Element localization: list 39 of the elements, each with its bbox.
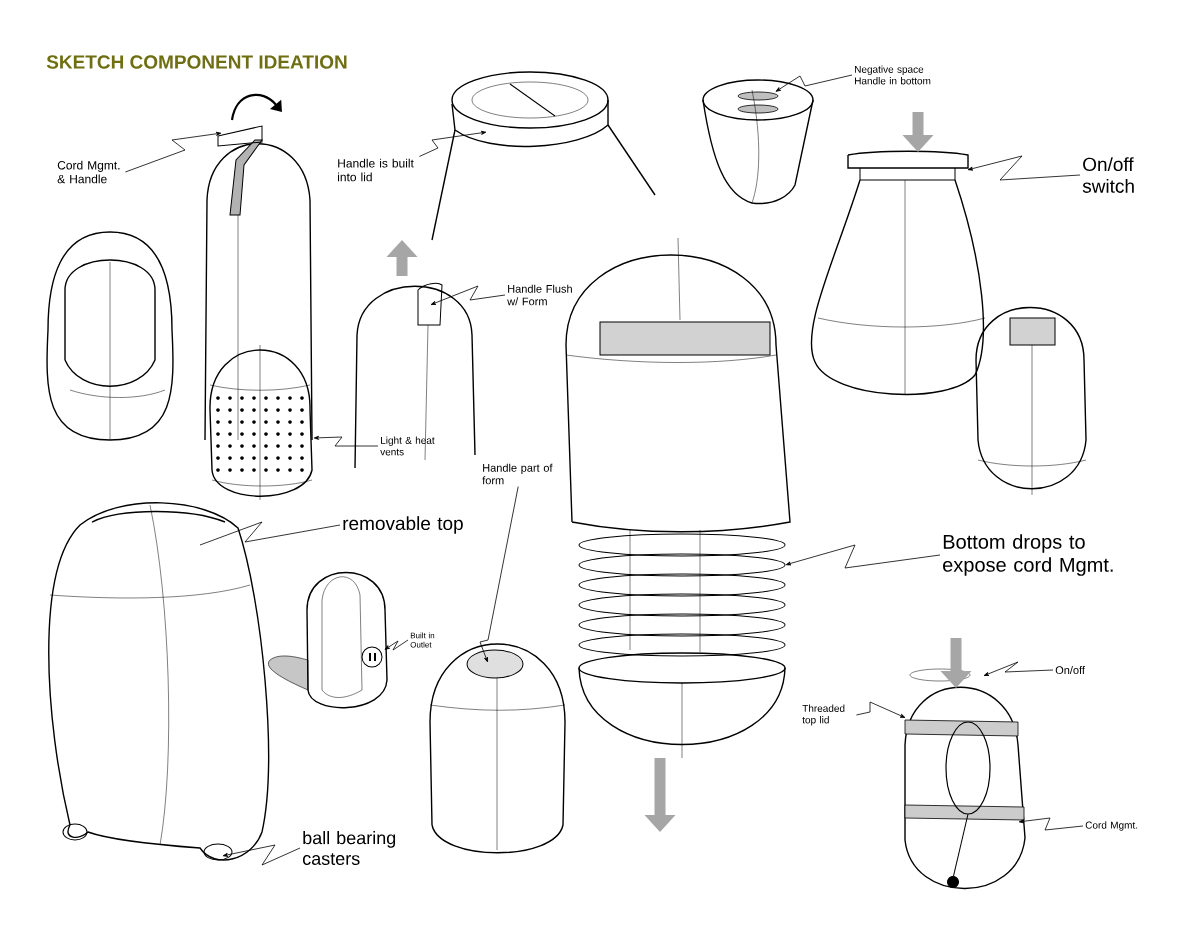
annotation-text: removable top [343,516,463,534]
leader-line [384,639,409,651]
leader-line [125,131,222,173]
leader-line [983,661,1054,676]
leader-line [313,435,379,447]
bullet-hook-drawing [204,125,313,441]
annotation-text: Handle part of form [482,463,553,485]
lid-cone-drawing [431,71,656,241]
leader-line [775,74,853,92]
annotation-text: Cord Mgmt. & Handle [57,160,120,184]
outlet-capsule-drawing [268,571,388,709]
vented-capsule-drawing [209,344,313,501]
annotation-text: Negative space Handle in bottom [855,65,931,85]
annotation-text: On/off switch [1082,157,1134,193]
small-cone-drawing [702,79,814,205]
annotation-text: Built in Outlet [410,632,435,648]
annotation-text: Handle is built into lid [338,158,414,182]
threaded-lid-capsule-drawing [904,668,1026,890]
annotation-text: ball bearing casters [302,831,396,865]
bullet-flush-drawing [354,282,476,469]
annotation-text: Bottom drops to expose cord Mgmt. [943,534,1113,576]
annotation-text: Handle Flush w/ Form [507,284,572,306]
leader-line [967,155,1081,181]
bulb-switch-drawing [810,150,986,396]
leader-line [419,130,487,157]
annotation-text: Cord Mgmt. [1085,821,1138,831]
caster-egg-drawing [48,502,270,861]
leader-line [785,544,941,569]
leader-line [199,521,341,546]
title: SKETCH COMPONENT IDEATION [46,55,347,69]
leader-line [479,486,519,663]
leader-line [222,844,301,866]
open-capsule-drawing [975,306,1087,496]
leader-line [430,285,506,305]
handle-capsule-drawing [46,231,174,441]
leader-line [1018,817,1084,831]
leader-line [856,701,906,718]
annotation-text: On/off [1055,665,1085,675]
annotation-text: Threaded top lid [802,704,845,726]
